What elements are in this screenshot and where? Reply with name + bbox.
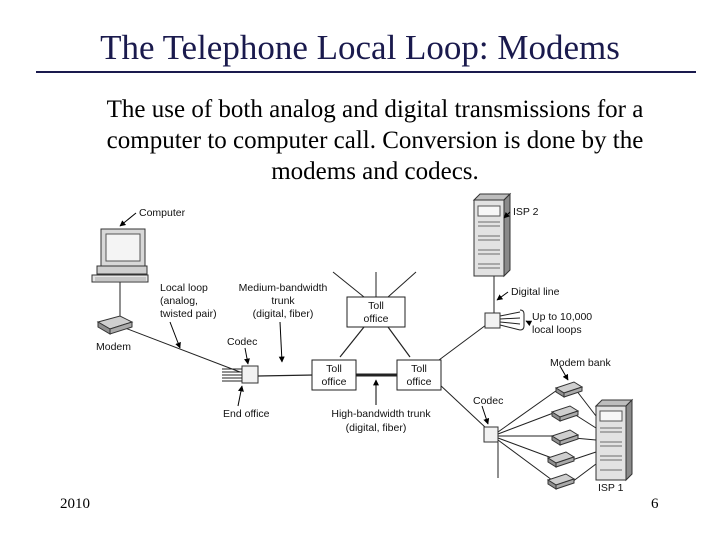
label-computer: Computer <box>139 207 186 219</box>
label-medium-trunk-2: trunk <box>271 295 295 307</box>
label-isp2: ISP 2 <box>513 206 539 218</box>
label-high-trunk-2: (digital, fiber) <box>346 422 407 434</box>
modem-bank-icon <box>546 381 584 490</box>
arrow-end-office <box>237 385 244 407</box>
arrow-local-loop <box>169 321 181 349</box>
local-loops-fan <box>499 309 525 331</box>
toll-office-right-line1: Toll <box>411 363 427 375</box>
isp2-server-icon <box>472 192 512 278</box>
arrow-local-loops <box>525 320 533 327</box>
toll-office-right: Toll office <box>396 359 442 391</box>
arrow-codec-right <box>481 405 490 425</box>
network-links <box>119 271 499 478</box>
label-codec-right: Codec <box>473 395 503 407</box>
diagram-labels: Computer Local loop (analog, twisted pai… <box>96 206 624 494</box>
codec-left-icon <box>222 365 259 384</box>
label-modem: Modem <box>96 341 131 353</box>
body-line-1: The use of both analog and digital trans… <box>106 96 644 123</box>
top-toll-to-right-toll <box>387 326 411 358</box>
label-local-loops-2: local loops <box>532 324 582 336</box>
label-medium-trunk-3: (digital, fiber) <box>253 308 314 320</box>
modem-bank-links <box>497 387 561 481</box>
computer-icon <box>91 228 149 283</box>
local-loop-line <box>124 327 241 373</box>
modem-icon <box>96 315 134 335</box>
label-digital-line: Digital line <box>511 286 560 298</box>
toll-office-left: Toll office <box>311 359 357 391</box>
label-local-loop-2: (analog, <box>160 295 198 307</box>
footer-year: 2010 <box>60 496 90 512</box>
toll-office-top: Toll office <box>346 296 406 328</box>
arrow-codec-left <box>244 347 250 365</box>
body-line-3: modems and codecs. <box>271 158 479 185</box>
label-medium-trunk-1: Medium-bandwidth <box>239 282 328 294</box>
top-toll-left-line <box>332 271 365 298</box>
toll-office-left-line2: office <box>322 376 347 388</box>
label-modem-bank: Modem bank <box>550 357 611 369</box>
body-line-2: computer to computer call. Conversion is… <box>106 127 644 154</box>
toll-office-top-line2: office <box>364 313 389 325</box>
modem-bank-to-isp1 <box>571 389 597 483</box>
toll-office-left-line1: Toll <box>326 363 342 375</box>
label-end-office: End office <box>223 408 270 420</box>
title-underline <box>36 71 696 73</box>
top-toll-right-line <box>387 271 417 298</box>
codec-lower-icon <box>483 426 499 443</box>
right-toll-to-lower-codec <box>438 383 487 429</box>
arrow-digital-line <box>496 291 509 301</box>
right-toll-to-upper-codec <box>438 321 491 361</box>
arrow-computer <box>119 212 137 227</box>
label-local-loop-3: twisted pair) <box>160 308 217 320</box>
end-office-to-left-toll <box>257 374 315 377</box>
arrow-modem-bank <box>559 365 569 381</box>
callout-arrows <box>119 211 569 425</box>
label-local-loop-1: Local loop <box>160 282 208 294</box>
label-isp1: ISP 1 <box>598 482 624 494</box>
left-toll-to-top-toll <box>339 326 365 358</box>
codec-upper-icon <box>484 312 501 329</box>
arrow-isp2 <box>503 211 511 219</box>
toll-office-right-line2: office <box>407 376 432 388</box>
slide-body-text: The use of both analog and digital trans… <box>60 94 690 187</box>
page-number: 6 <box>651 496 659 512</box>
arrow-medium-trunk <box>278 321 285 363</box>
isp1-server-icon <box>594 398 634 482</box>
label-codec-left: Codec <box>227 336 257 348</box>
label-high-trunk-1: High-bandwidth trunk <box>331 408 431 420</box>
label-local-loops-1: Up to 10,000 <box>532 311 592 323</box>
toll-office-top-line1: Toll <box>368 300 384 312</box>
slide-title: The Telephone Local Loop: Modems <box>100 28 620 67</box>
